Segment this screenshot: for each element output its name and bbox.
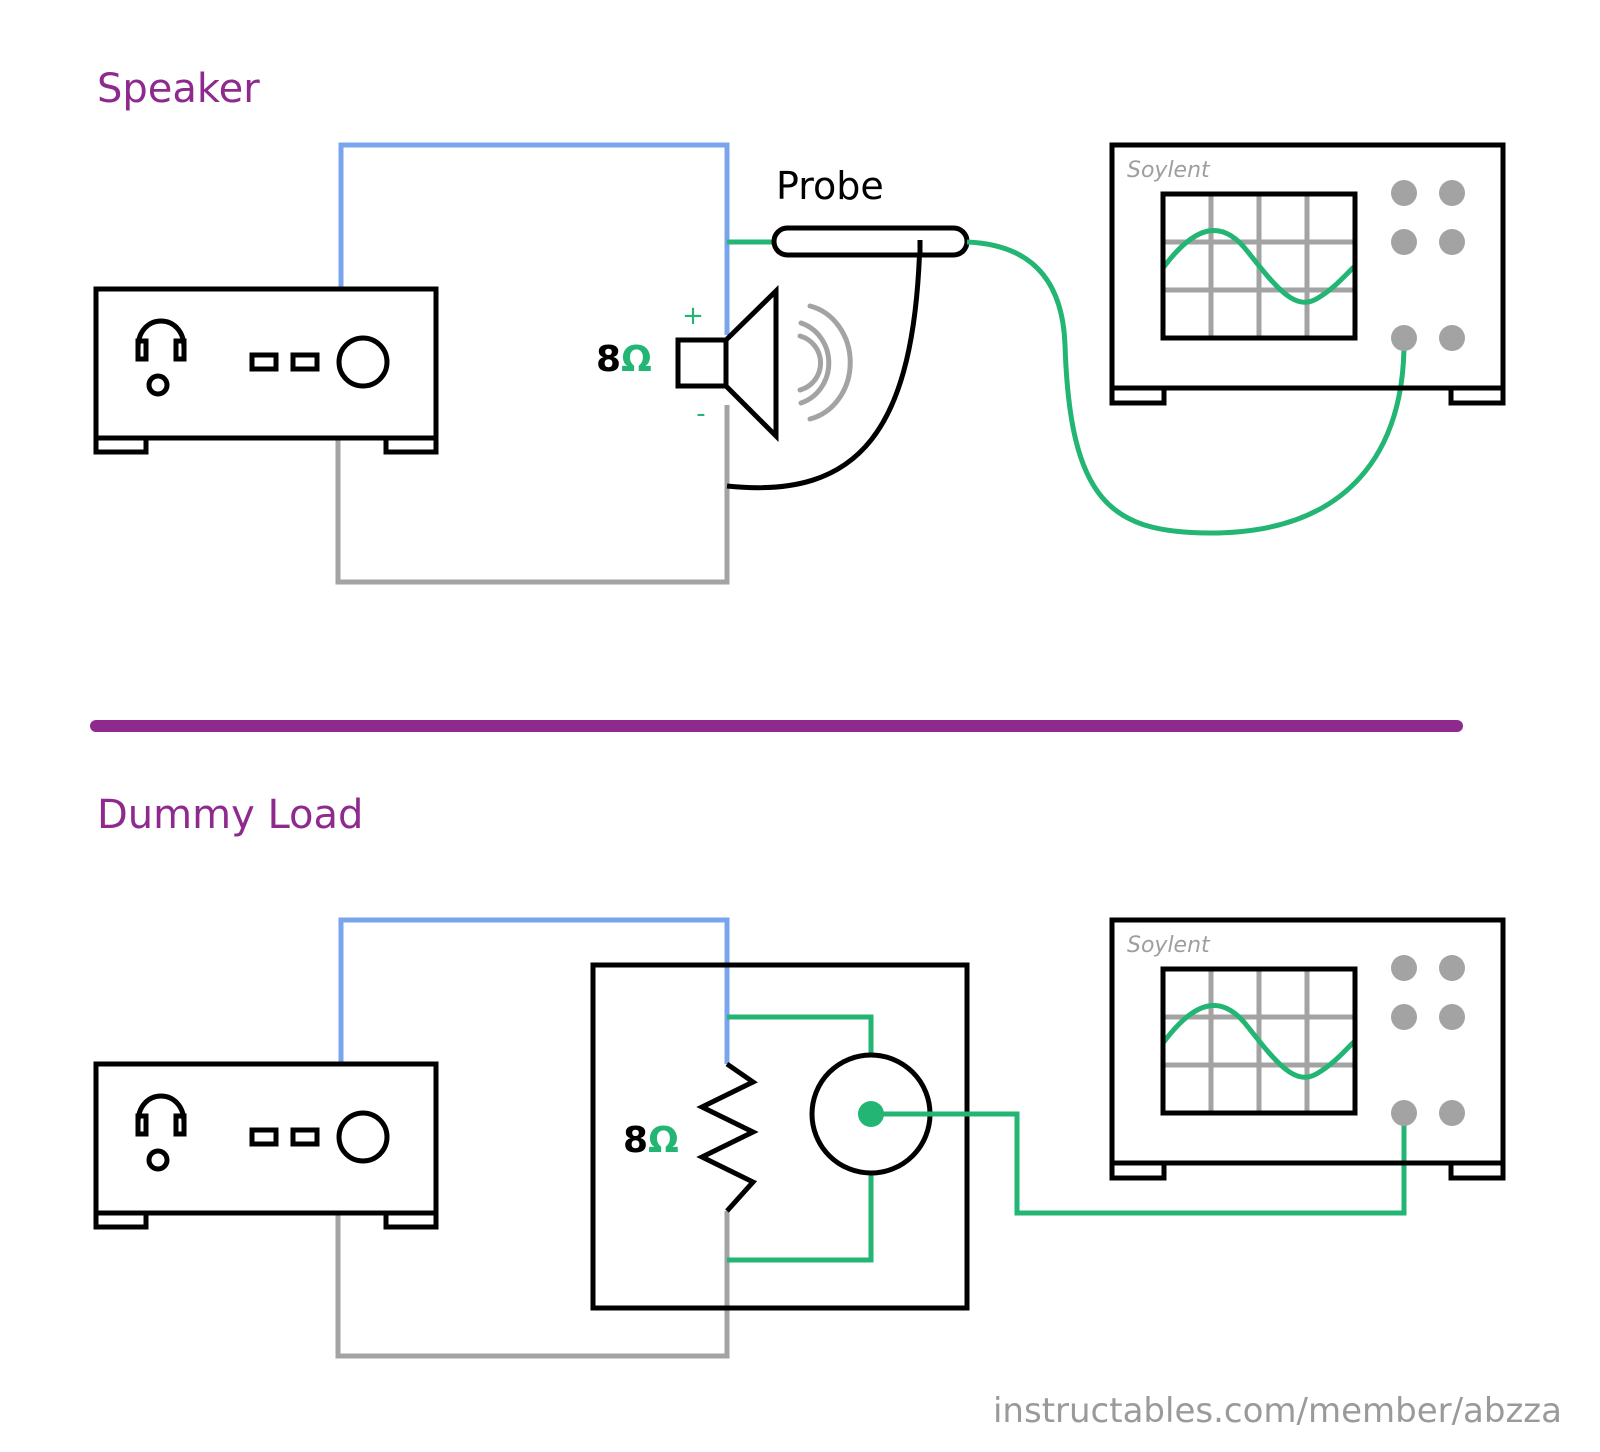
headphones-icon: [135, 1093, 187, 1172]
probe-ground-lead: [726, 239, 923, 491]
speaker-impedance-unit: Ω: [621, 339, 652, 380]
dummy-impedance-unit: Ω: [648, 1120, 679, 1161]
speaker-impedance-value: 8: [596, 339, 621, 380]
speaker-impedance-label: 8Ω: [596, 339, 652, 380]
credit-text: instructables.com/member/abzza: [993, 1391, 1562, 1431]
speaker-positive-wire: [338, 142, 730, 335]
dummy-positive-wire: [338, 917, 730, 1064]
oscilloscope-knobs: [1391, 955, 1465, 1126]
dummy-negative-wire: [335, 1211, 730, 1359]
amplifier-switch: [290, 352, 320, 372]
speaker-negative-wire: [335, 405, 730, 585]
negative-terminal-sign: -: [696, 399, 705, 429]
oscilloscope: Soylent: [1109, 142, 1506, 406]
dummy-impedance-label: 8Ω: [623, 1120, 679, 1161]
waveform-trace: [1160, 1003, 1357, 1080]
resistor-icon: [696, 1061, 759, 1213]
amplifier-switch: [290, 1127, 320, 1147]
oscilloscope-screen: [1160, 191, 1358, 341]
headphones-icon: [135, 318, 187, 397]
jack-ground-wire: [727, 1173, 874, 1263]
speaker-icon: [675, 285, 779, 443]
probe-cable: [966, 239, 1407, 536]
amplifier: [93, 286, 439, 455]
oscilloscope-brand: Soylent: [1127, 933, 1211, 958]
oscilloscope-screen: [1160, 966, 1358, 1116]
dummy-load-box: [590, 962, 970, 1311]
scope-cable: [871, 1111, 1407, 1216]
dummy-load-section-title: Dummy Load: [97, 792, 363, 838]
probe-body: [771, 225, 970, 258]
amplifier-switch: [249, 352, 279, 372]
volume-knob: [336, 1110, 390, 1164]
sound-waves-icon: [797, 303, 853, 422]
speaker-section-title: Speaker: [97, 66, 260, 112]
speaker-section: Speaker +: [93, 66, 1506, 585]
waveform-trace: [1160, 228, 1357, 305]
amplifier: [93, 1061, 439, 1230]
dummy-impedance-value: 8: [623, 1120, 648, 1161]
positive-terminal-sign: +: [682, 301, 704, 331]
volume-knob: [336, 335, 390, 389]
oscilloscope: Soylent: [1109, 917, 1506, 1181]
oscilloscope-brand: Soylent: [1127, 158, 1211, 183]
jack-signal-wire: [727, 1014, 874, 1055]
probe-label: Probe: [776, 164, 884, 208]
amplifier-switch: [249, 1127, 279, 1147]
oscilloscope-knobs: [1391, 180, 1465, 351]
dummy-load-section: Dummy Load 8Ω: [93, 792, 1506, 1359]
